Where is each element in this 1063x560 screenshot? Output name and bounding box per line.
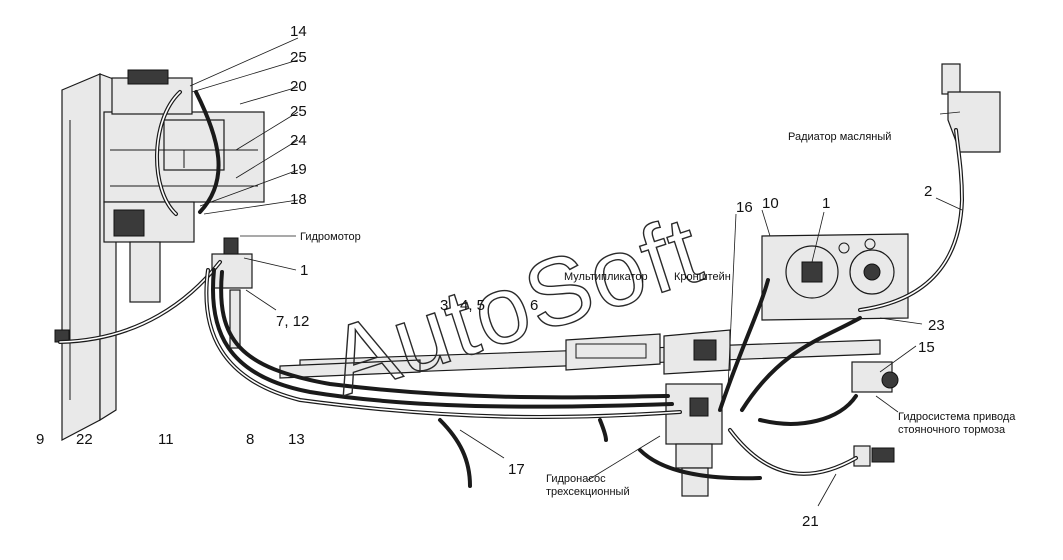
callout-3: 3	[440, 297, 448, 314]
callout-14: 14	[290, 23, 307, 40]
callout-19: 19	[290, 161, 307, 178]
callout-23: 23	[928, 317, 945, 334]
label-bracket: Кронштейн	[674, 271, 731, 283]
callout-18: 18	[290, 191, 307, 208]
callout-17: 17	[508, 461, 525, 478]
bracket-unit	[663, 329, 731, 375]
valve-block	[211, 237, 253, 349]
callout-25-mid: 25	[290, 103, 307, 120]
oil-radiator	[941, 63, 1001, 153]
callout-10: 10	[762, 195, 779, 212]
watermark-text: AutoSoft	[317, 195, 716, 416]
callout-21: 21	[802, 513, 819, 530]
label-brake-line1: Гидросистема привода	[898, 411, 1016, 423]
label-pump-line1: Гидронасос	[546, 473, 606, 485]
callout-8: 8	[246, 431, 254, 448]
callout-24: 24	[290, 132, 307, 149]
three-section-pump	[665, 383, 723, 497]
callout-13: 13	[288, 431, 305, 448]
callout-1-right: 1	[822, 195, 830, 212]
label-radiator: Радиатор масляный	[788, 131, 891, 143]
gearbox-assembly	[103, 69, 265, 303]
multiplier-unit	[565, 333, 661, 371]
callout-6: 6	[530, 297, 538, 314]
label-brake-line2: стояночного тормоза	[898, 424, 1006, 436]
label-hydromotor: Гидромотор	[300, 231, 361, 243]
coupling-21	[853, 445, 895, 467]
callout-11: 11	[158, 431, 174, 448]
callout-16: 16	[736, 199, 753, 216]
transfer-gearbox	[761, 233, 909, 321]
callout-22: 22	[76, 431, 93, 448]
callout-7-12: 7, 12	[276, 313, 309, 330]
callout-9: 9	[36, 431, 44, 448]
callout-4-5: 4, 5	[460, 297, 485, 314]
label-pump-line2: трехсекционный	[546, 486, 630, 498]
hose-group	[58, 90, 965, 488]
callout-1-left: 1	[300, 262, 308, 279]
label-multiplier: Мультипликатор	[564, 271, 648, 283]
callout-15: 15	[918, 339, 935, 356]
leader-lines	[189, 37, 963, 507]
callout-2: 2	[924, 183, 932, 200]
callout-25-top: 25	[290, 49, 307, 66]
parking-brake-unit	[851, 361, 899, 393]
callout-20: 20	[290, 78, 307, 95]
